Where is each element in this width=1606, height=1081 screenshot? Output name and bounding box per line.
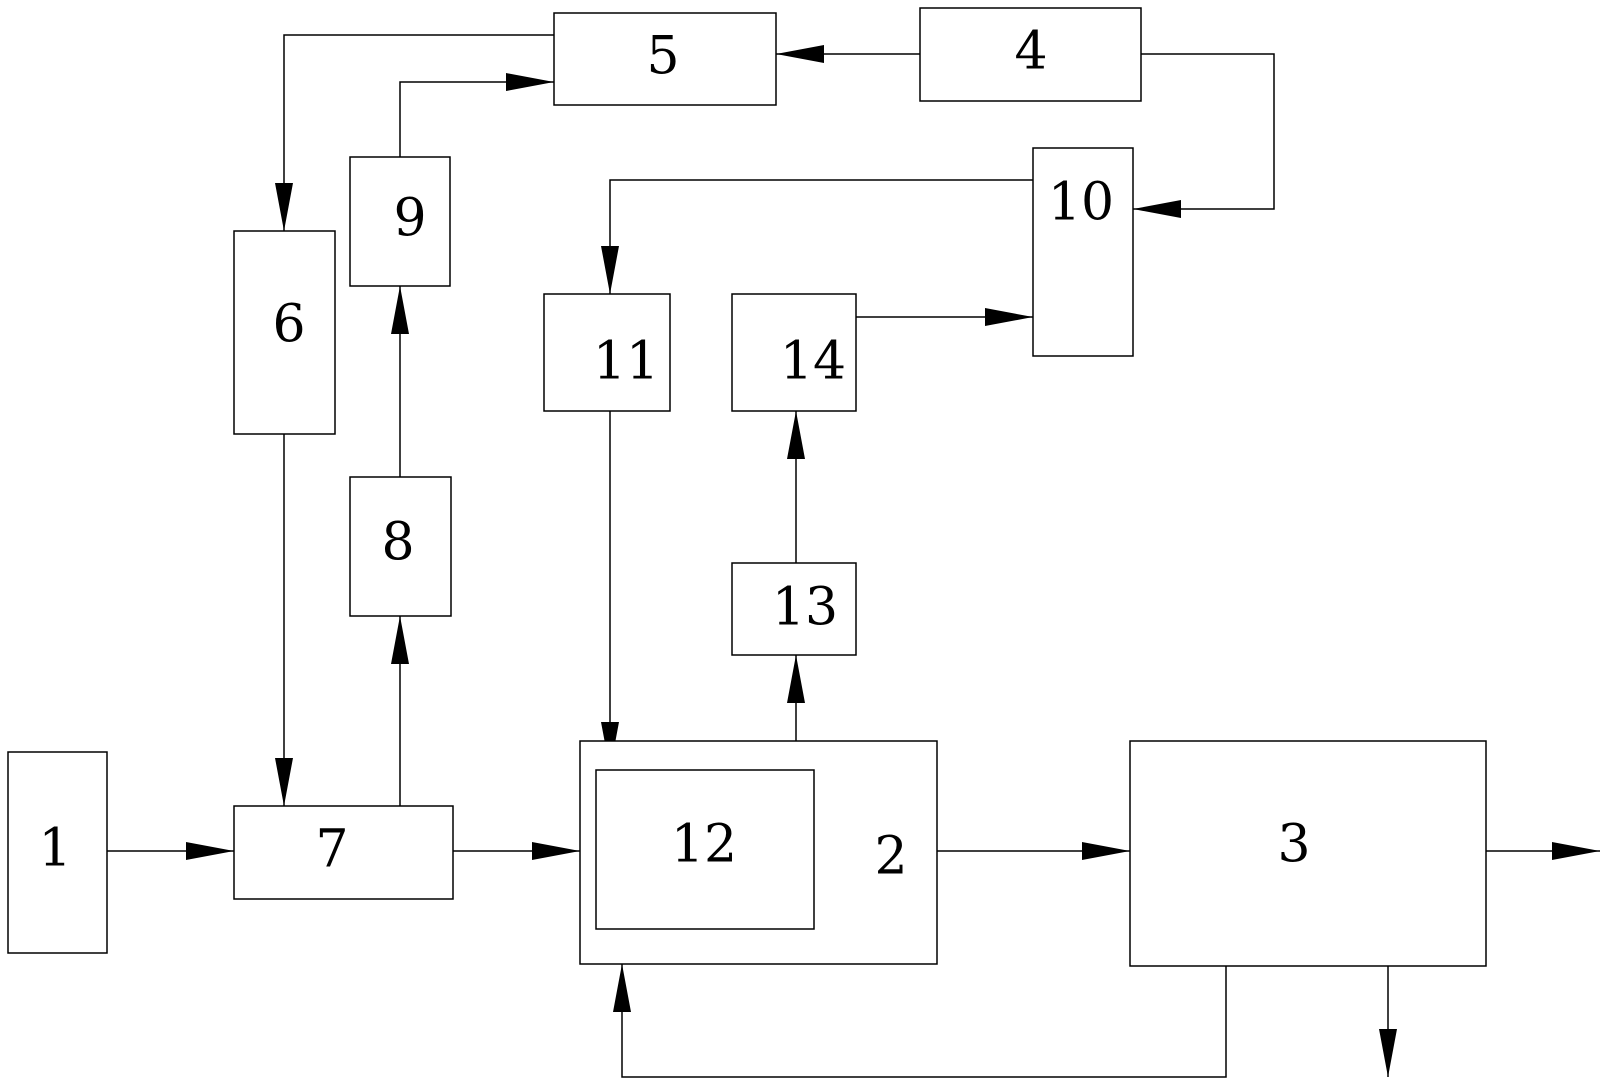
- block-5-label: 5: [646, 27, 679, 87]
- connector-9-to-5: [399, 73, 554, 157]
- block-1: 1: [7, 751, 108, 954]
- blocks: 1 2 12 3 4 5 6 7: [7, 7, 1487, 967]
- block-6-label: 6: [272, 295, 305, 355]
- block-4-label: 4: [1014, 22, 1047, 82]
- block-8: 8: [349, 476, 452, 617]
- block-14-label: 14: [780, 332, 846, 392]
- block-9: 9: [349, 156, 451, 287]
- block-8-label: 8: [381, 513, 414, 573]
- block-6: 6: [233, 230, 336, 435]
- block-7-label: 7: [315, 820, 348, 880]
- block-14: 14: [731, 293, 857, 412]
- block-1-label: 1: [38, 819, 71, 879]
- block-4: 4: [919, 7, 1142, 102]
- block-10: 10: [1032, 147, 1134, 357]
- block-2-label: 2: [874, 827, 907, 887]
- block-13: 13: [731, 562, 857, 656]
- block-3: 3: [1129, 740, 1487, 967]
- block-11: 11: [543, 293, 671, 412]
- connector-5-to-6: [275, 34, 554, 231]
- block-11-label: 11: [593, 332, 659, 392]
- block-9-label: 9: [393, 189, 426, 249]
- connector-4-to-10: [1133, 53, 1275, 218]
- block-12-label: 12: [671, 815, 737, 875]
- block-7: 7: [233, 805, 454, 900]
- block-5: 5: [553, 12, 777, 106]
- connector-10-to-11: [601, 179, 1033, 294]
- connector-3-to-2: [613, 964, 1227, 1078]
- block-10-label: 10: [1048, 173, 1114, 233]
- block-3-label: 3: [1277, 815, 1310, 875]
- block-13-label: 13: [772, 578, 838, 638]
- block-12: 12: [595, 769, 815, 930]
